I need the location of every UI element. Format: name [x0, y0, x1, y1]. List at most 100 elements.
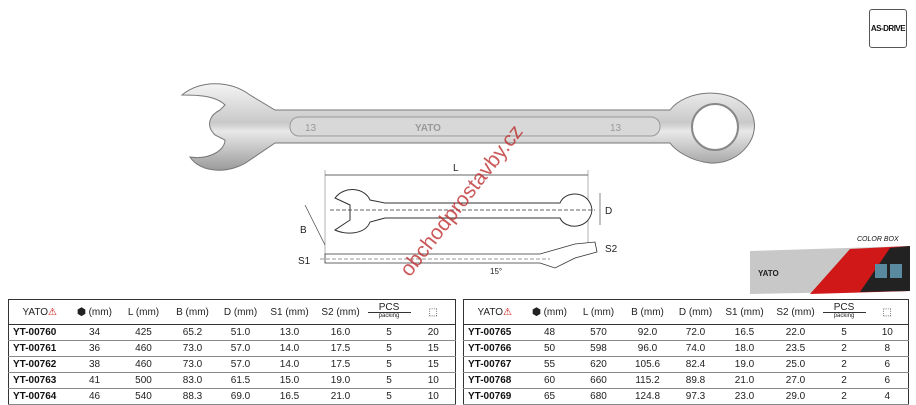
table-cell: 6 — [866, 356, 909, 373]
table-cell: 15 — [411, 356, 456, 373]
product-code: YT-00761 — [8, 340, 71, 357]
color-box-image: YATO — [750, 246, 910, 294]
table-cell: 620 — [573, 356, 624, 373]
table-header: YATO⚠ ⬢ (mm) L (mm) B (mm) D (mm) S1 (mm… — [463, 299, 909, 325]
photo-size-left: 13 — [305, 123, 317, 134]
brand-logo: YATO⚠ — [463, 299, 526, 325]
table-cell: 36 — [70, 340, 119, 357]
table-cell: 38 — [70, 356, 119, 373]
table-cell: 73.0 — [168, 340, 217, 357]
table-cell: 22.0 — [769, 324, 822, 341]
table-cell: 57.0 — [216, 340, 265, 357]
table-cell: 83.0 — [168, 372, 217, 389]
table-cell: 6 — [866, 372, 909, 389]
table-cell: 5 — [366, 324, 412, 341]
product-code: YT-00769 — [463, 388, 526, 405]
table-cell: 65.2 — [168, 324, 217, 341]
photo-size-right: 13 — [610, 123, 622, 134]
dim-b: B — [300, 225, 307, 236]
table-cell: 88.3 — [168, 388, 217, 405]
table-cell: 680 — [573, 388, 624, 405]
table-cell: 19.0 — [719, 356, 770, 373]
table-cell: 46 — [70, 388, 119, 405]
table-cell: 16.5 — [264, 388, 315, 405]
header-size: ⬢ (mm) — [70, 299, 119, 325]
photo-brand: YATO — [415, 123, 441, 134]
table-cell: 19.0 — [314, 372, 367, 389]
table-cell: 23.5 — [769, 340, 822, 357]
color-box-label: COLOR BOX — [857, 236, 899, 243]
spec-table-left: YATO⚠ ⬢ (mm) L (mm) B (mm) D (mm) S1 (mm… — [8, 299, 456, 405]
brand-logo: YATO⚠ — [8, 299, 71, 325]
table-cell: 29.0 — [769, 388, 822, 405]
table-cell: 97.3 — [671, 388, 720, 405]
table-cell: 16.5 — [719, 324, 770, 341]
table-cell: 73.0 — [168, 356, 217, 373]
header-l: L (mm) — [118, 299, 169, 325]
table-cell: 69.0 — [216, 388, 265, 405]
table-cell: 10 — [866, 324, 909, 341]
yato-triangle-icon: ⚠ — [48, 306, 58, 318]
product-code: YT-00760 — [8, 324, 71, 341]
table-cell: 4 — [866, 388, 909, 405]
product-code: YT-00762 — [8, 356, 71, 373]
product-code: YT-00764 — [8, 388, 71, 405]
header-s1: S1 (mm) — [264, 299, 315, 325]
table-cell: 20 — [411, 324, 456, 341]
header-s2: S2 (mm) — [314, 299, 367, 325]
hexagon-nut-icon: ⬢ — [77, 306, 86, 318]
table-cell: 96.0 — [623, 340, 672, 357]
yato-triangle-icon: ⚠ — [503, 306, 513, 318]
table-cell: 48 — [525, 324, 574, 341]
color-box-brand: YATO — [758, 269, 779, 278]
table-cell: 115.2 — [623, 372, 672, 389]
table-cell: 55 — [525, 356, 574, 373]
table-cell: 2 — [821, 388, 867, 405]
table-cell: 16.0 — [314, 324, 367, 341]
wrench-diagram: L B D S1 S2 15° — [298, 163, 618, 276]
table-header: YATO⚠ ⬢ (mm) L (mm) B (mm) D (mm) S1 (mm… — [8, 299, 456, 325]
table-cell: 124.8 — [623, 388, 672, 405]
table-cell: 51.0 — [216, 324, 265, 341]
table-cell: 21.0 — [314, 388, 367, 405]
table-cell: 105.6 — [623, 356, 672, 373]
product-code: YT-00763 — [8, 372, 71, 389]
table-cell: 2 — [821, 372, 867, 389]
table-cell: 82.4 — [671, 356, 720, 373]
table-cell: 13.0 — [264, 324, 315, 341]
table-cell: 34 — [70, 324, 119, 341]
table-cell: 92.0 — [623, 324, 672, 341]
product-code: YT-00765 — [463, 324, 526, 341]
header-l: L (mm) — [573, 299, 624, 325]
table-cell: 18.0 — [719, 340, 770, 357]
table-cell: 61.5 — [216, 372, 265, 389]
header-s2: S2 (mm) — [769, 299, 822, 325]
table-cell: 23.0 — [719, 388, 770, 405]
table-cell: 2 — [821, 340, 867, 357]
table-cell: 10 — [411, 372, 456, 389]
table-cell: 25.0 — [769, 356, 822, 373]
spec-table-right: YATO⚠ ⬢ (mm) L (mm) B (mm) D (mm) S1 (mm… — [463, 299, 909, 405]
table-cell: 8 — [866, 340, 909, 357]
table-cell: 460 — [118, 356, 169, 373]
table-cell: 5 — [366, 340, 412, 357]
table-cell: 540 — [118, 388, 169, 405]
table-cell: 598 — [573, 340, 624, 357]
table-cell: 89.8 — [671, 372, 720, 389]
header-size: ⬢ (mm) — [525, 299, 574, 325]
table-cell: 72.0 — [671, 324, 720, 341]
table-cell: 74.0 — [671, 340, 720, 357]
table-cell: 570 — [573, 324, 624, 341]
table-cell: 14.0 — [264, 356, 315, 373]
table-cell: 5 — [366, 356, 412, 373]
box-icon: ⬚ — [866, 299, 909, 325]
